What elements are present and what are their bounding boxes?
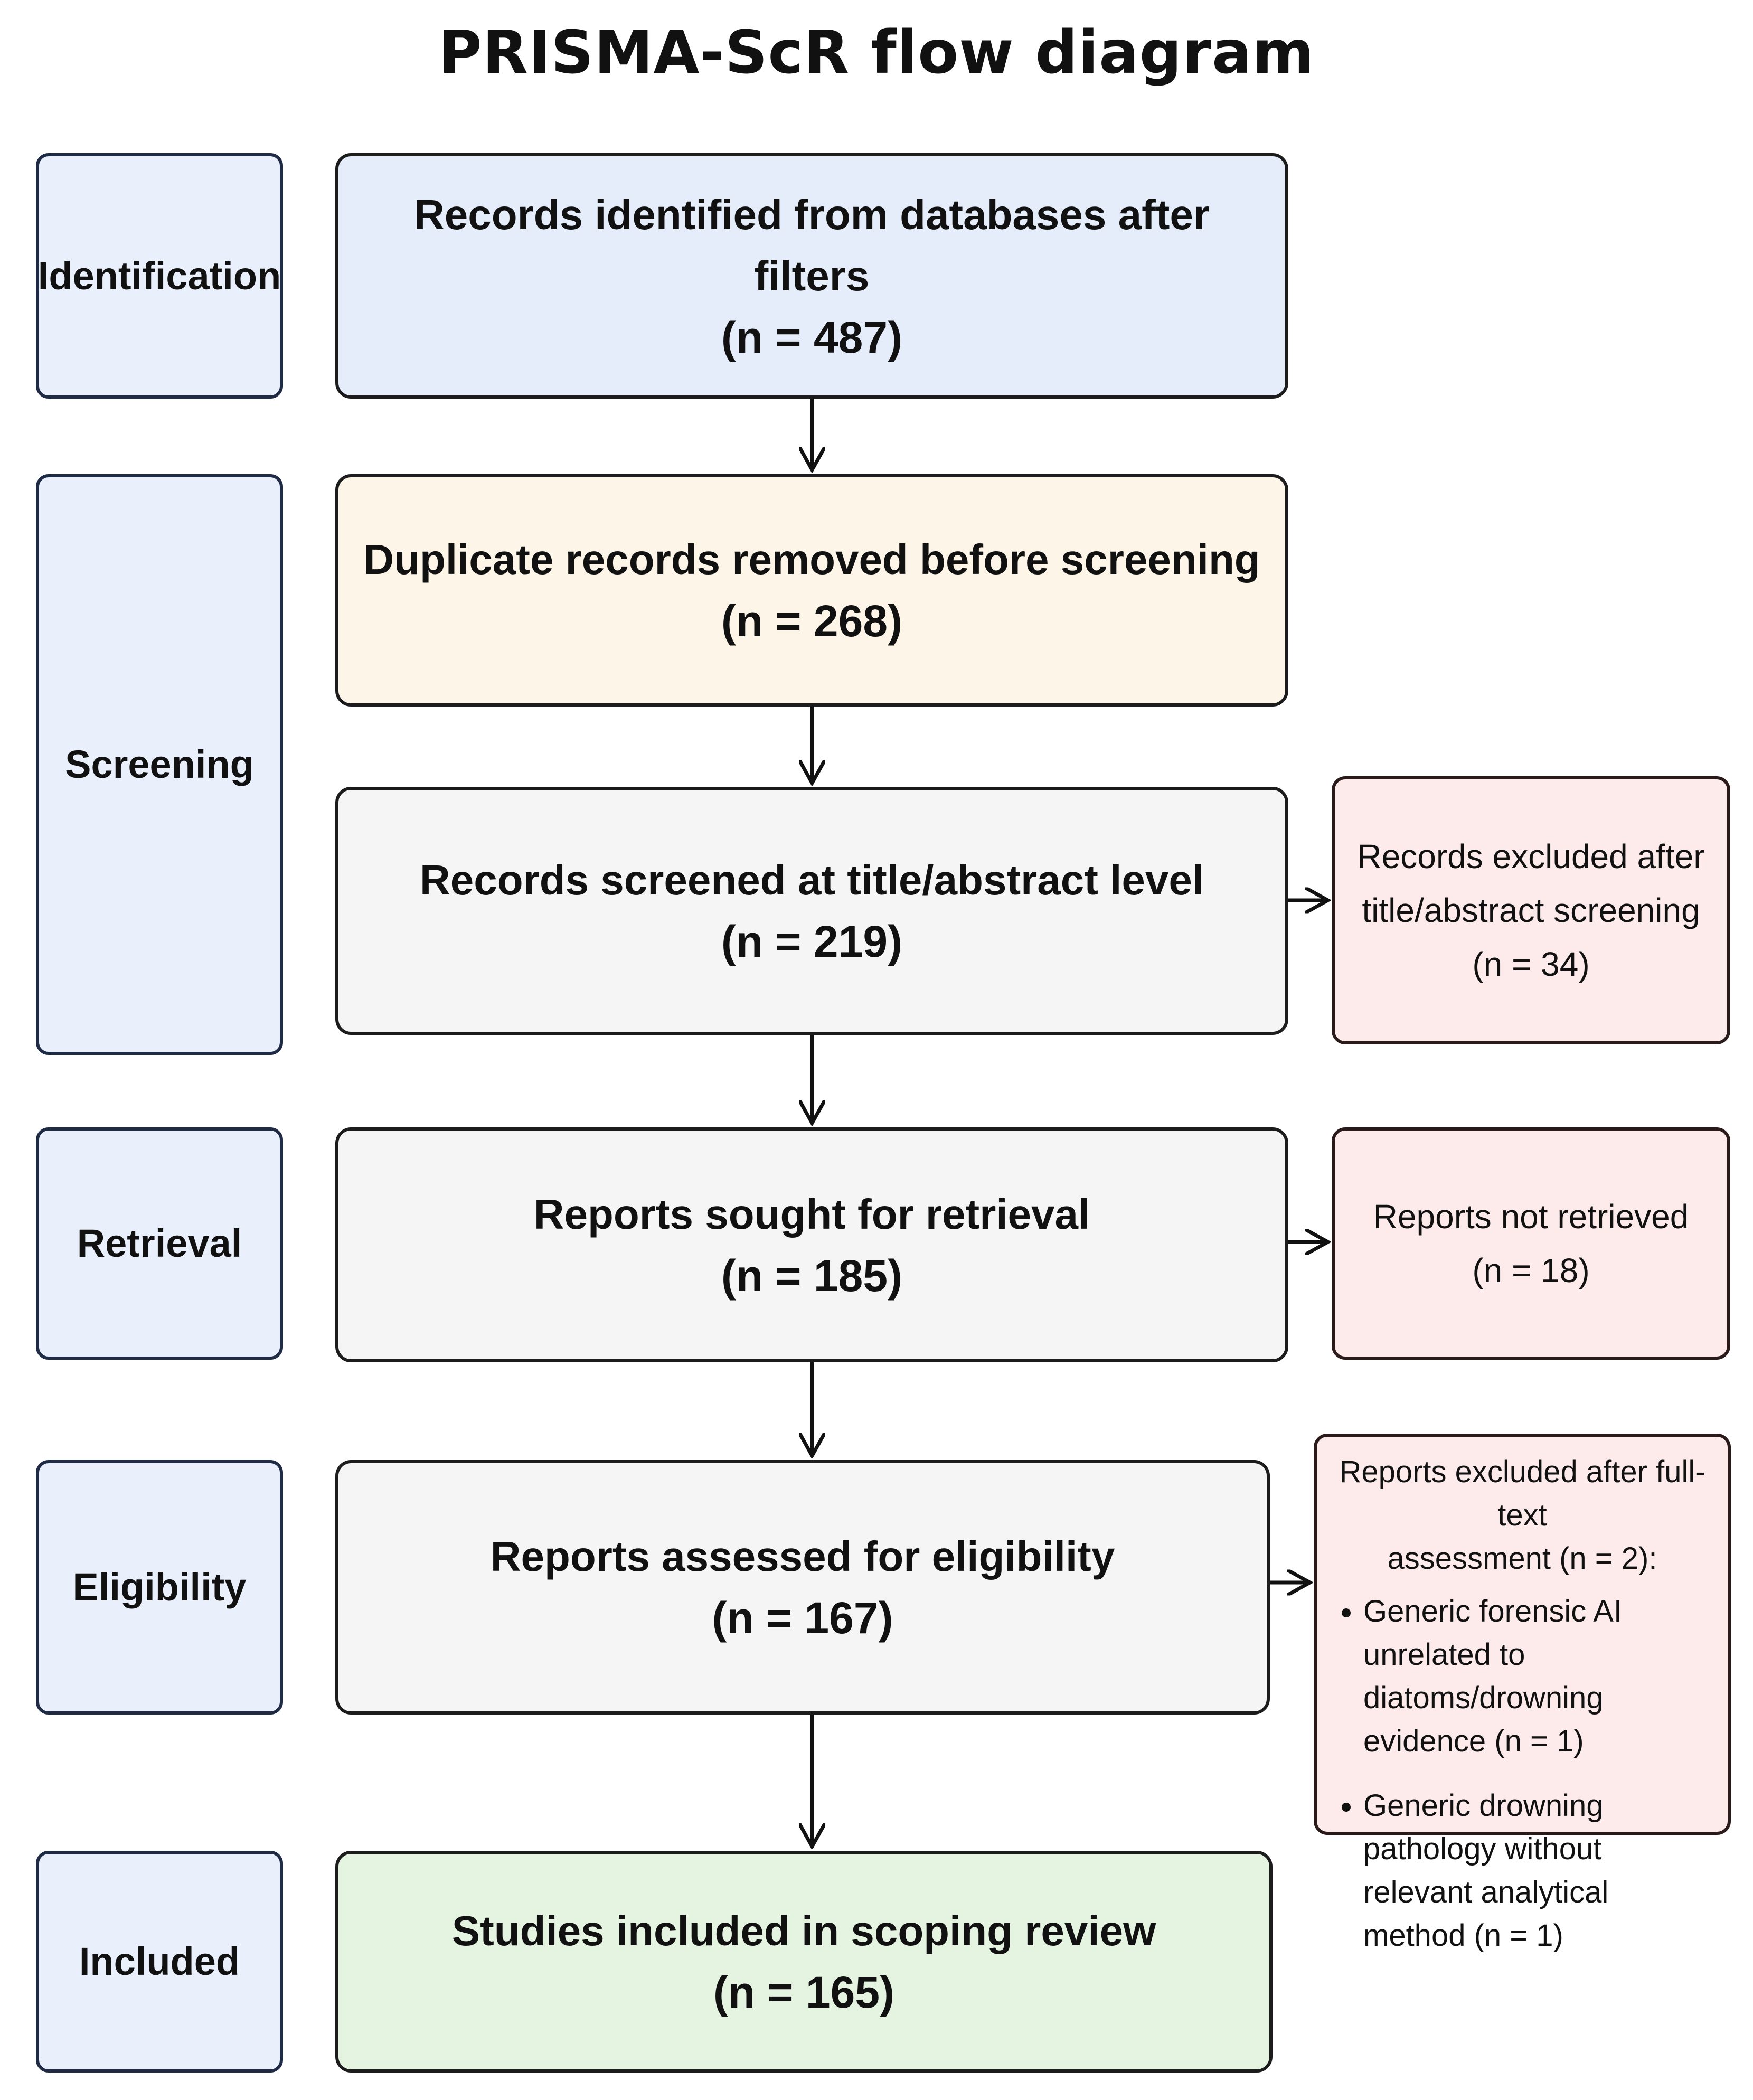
- records-identified-text: Records identified from databases after …: [413, 191, 1210, 299]
- not-retrieved-line1: Reports not retrieved: [1373, 1198, 1689, 1236]
- excluded-full-text-reasons: Generic forensic AI unrelated to diatoms…: [1333, 1590, 1712, 1957]
- records-identified-count: (n = 487): [721, 312, 903, 362]
- phase-included: Included: [36, 1851, 283, 2073]
- diagram-title: PRISMA-ScR flow diagram: [438, 18, 1315, 87]
- reports-sought-box: Reports sought for retrieval (n = 185): [335, 1127, 1288, 1362]
- reports-sought-text: Reports sought for retrieval: [533, 1190, 1090, 1238]
- studies-included-text: Studies included in scoping review: [451, 1907, 1156, 1954]
- phase-screening: Screening: [36, 474, 283, 1055]
- duplicates-removed-box: Duplicate records removed before screeni…: [335, 474, 1288, 707]
- phase-eligibility-label: Eligibility: [72, 1565, 247, 1609]
- studies-included-count: (n = 165): [713, 1967, 895, 2017]
- reports-assessed-count: (n = 167): [712, 1593, 893, 1643]
- records-screened-box: Records screened at title/abstract level…: [335, 787, 1288, 1035]
- not-retrieved-box: Reports not retrieved (n = 18): [1332, 1127, 1730, 1360]
- phase-retrieval-label: Retrieval: [77, 1221, 242, 1265]
- excluded-full-text-heading-line1: Reports excluded after full-text: [1339, 1455, 1705, 1532]
- excluded-title-abstract-count: (n = 34): [1472, 945, 1590, 983]
- reports-assessed-text: Reports assessed for eligibility: [490, 1533, 1115, 1580]
- excluded-full-text-heading-line2: assessment (n = 2):: [1387, 1541, 1657, 1576]
- records-screened-count: (n = 219): [721, 917, 903, 966]
- not-retrieved-count: (n = 18): [1472, 1251, 1590, 1289]
- phase-identification-label: Identification: [37, 253, 281, 298]
- excluded-title-abstract-line1: Records excluded after: [1357, 837, 1705, 875]
- phase-identification: Identification: [36, 153, 283, 399]
- exclusion-reason-item: Generic forensic AI unrelated to diatoms…: [1363, 1590, 1712, 1763]
- exclusion-reason-item: Generic drowning pathology without relev…: [1363, 1784, 1712, 1957]
- excluded-full-text-box: Reports excluded after full-text assessm…: [1314, 1434, 1731, 1953]
- records-screened-text: Records screened at title/abstract level: [419, 856, 1204, 903]
- records-identified-box: Records identified from databases after …: [335, 153, 1288, 399]
- duplicates-removed-count: (n = 268): [721, 596, 903, 646]
- duplicates-removed-text: Duplicate records removed before screeni…: [363, 536, 1260, 583]
- reports-assessed-box: Reports assessed for eligibility (n = 16…: [335, 1460, 1270, 1715]
- phase-retrieval: Retrieval: [36, 1127, 283, 1360]
- phase-included-label: Included: [79, 1939, 240, 1983]
- phase-eligibility: Eligibility: [36, 1460, 283, 1715]
- phase-screening-label: Screening: [65, 742, 254, 786]
- excluded-title-abstract-box: Records excluded after title/abstract sc…: [1332, 776, 1730, 1044]
- studies-included-box: Studies included in scoping review (n = …: [335, 1851, 1273, 2073]
- excluded-title-abstract-line2: title/abstract screening: [1362, 891, 1700, 929]
- reports-sought-count: (n = 185): [721, 1250, 903, 1301]
